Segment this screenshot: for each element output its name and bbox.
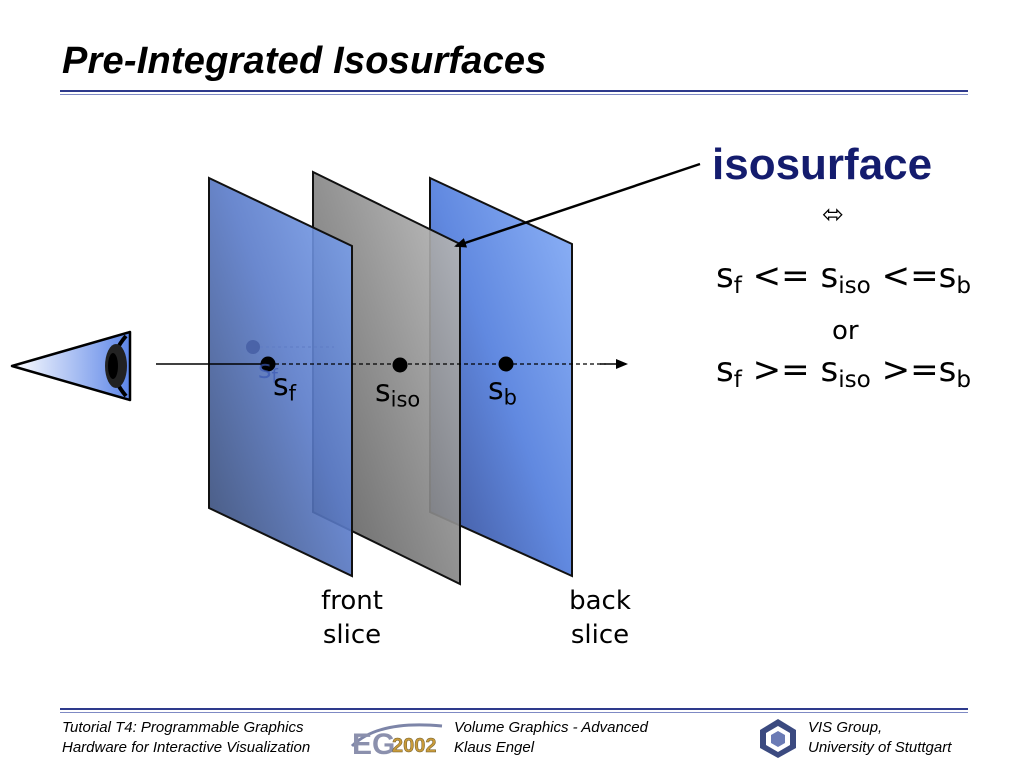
or-word: or [832, 316, 859, 346]
footer-rule [60, 708, 968, 710]
condition-descending: sf >= siso >=sb [716, 350, 971, 393]
title-rule [60, 90, 968, 92]
iso-sample-point [392, 357, 408, 373]
vis-group-logo [760, 719, 796, 758]
front-sample-point [260, 356, 276, 372]
s-front-ghost-label: sf [258, 355, 278, 388]
logo-year: 2002 [392, 735, 437, 757]
footer-tutorial: Tutorial T4: Programmable Graphics Hardw… [62, 719, 311, 756]
s-iso-label: siso [375, 374, 421, 412]
equivalence-icon: ⬄ [822, 200, 844, 230]
front-slice [208, 176, 353, 578]
logo-letters: EG [352, 728, 395, 760]
s-back-label: sb [488, 372, 517, 410]
footer-course: Volume Graphics - Advanced Klaus Engel [454, 719, 648, 756]
front-slice-label: front slice [321, 586, 383, 650]
condition-ascending: sf <= siso <=sb [716, 256, 971, 299]
s-front-label: sf [273, 368, 297, 406]
title-rule-thin [60, 94, 968, 95]
eg2002-logo: EG 2002 [348, 716, 446, 760]
footer-rule-thin [60, 712, 968, 713]
isosurface-heading: isosurface [712, 140, 933, 189]
back-slice-label: back slice [569, 586, 631, 650]
arrow-icon [454, 162, 701, 248]
back-sample-point [498, 356, 514, 372]
eye-icon [10, 330, 132, 402]
ghost-sample-point [246, 340, 260, 354]
footer-institution: VIS Group, University of Stuttgart [808, 719, 952, 756]
slide-title: Pre-Integrated Isosurfaces [62, 40, 547, 82]
